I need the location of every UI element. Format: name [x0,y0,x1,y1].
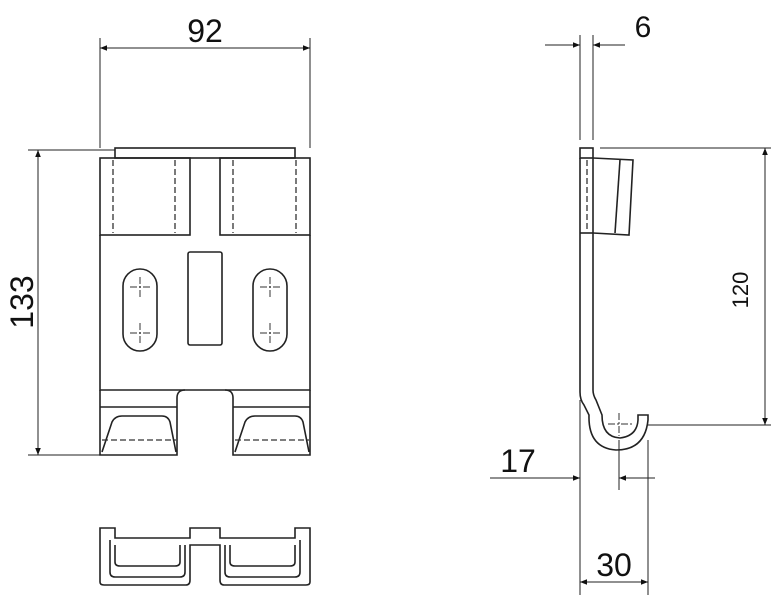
center-slot [187,251,223,346]
side-view [579,147,649,451]
dim-width-label: 92 [187,13,223,49]
dim-hook-offset-label: 17 [500,443,536,479]
front-view [99,147,311,456]
dim-thickness-label: 6 [635,11,652,44]
mounting-slot-left [122,268,158,352]
mounting-slot-right [252,268,288,352]
dimension-lines [28,35,771,595]
dim-height-label: 133 [4,275,40,328]
dim-hook-height-label: 120 [728,272,753,309]
dim-depth-label: 30 [596,547,632,583]
bottom-view [99,527,311,586]
